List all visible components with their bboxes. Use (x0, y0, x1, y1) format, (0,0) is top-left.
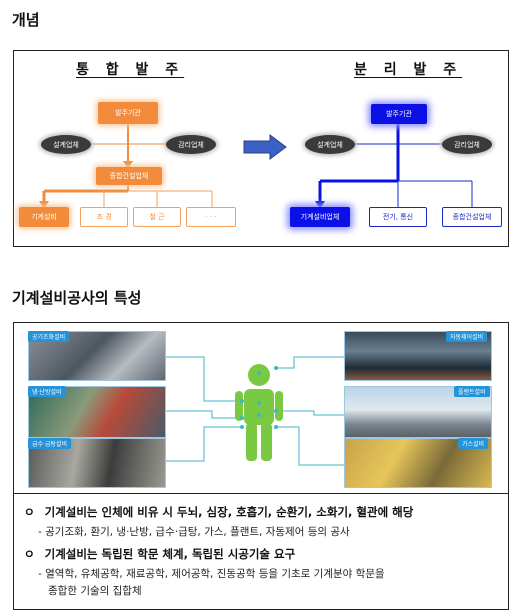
separate-supervisor-node: 감리업체 (442, 135, 492, 154)
point-heading: 기계설비는 독립된 학문 체계, 독립된 시공기술 요구 (44, 547, 296, 561)
integrated-order-title: 통 합 발 주 (76, 62, 185, 78)
system-label-right: 자동제어설비 (446, 331, 488, 342)
point-detail: - 열역학, 유체공학, 재료공학, 제어공학, 진동공학 등을 기초로 기계분… (38, 568, 385, 580)
point-heading: 기계설비는 인체에 비유 시 두뇌, 심장, 호흡기, 순환기, 소화기, 혈관… (44, 505, 414, 519)
integrated-designer-node: 설계업체 (41, 135, 91, 154)
integrated-supervisor-node: 감리업체 (166, 135, 216, 154)
separate-contractor-node: 전기, 통신 (369, 207, 427, 227)
separate-client-node: 발주기관 (371, 104, 427, 124)
concept-diagram-panel: 통 합 발 주 발주기관 설계업체 감리업체 종합건설업체 기계설비 조 경 철… (13, 50, 509, 247)
separate-contractor-node: 종합건설업체 (442, 207, 502, 227)
bullet-icon: ㅇ (24, 505, 35, 519)
characteristics-heading: 기계설비공사의 특성 (12, 289, 142, 307)
system-connectors (164, 356, 344, 466)
integrated-sub-node: 조 경 (80, 207, 128, 227)
bullet-icon: ㅇ (24, 547, 35, 561)
integrated-connectors (39, 123, 473, 209)
system-label-left: 냉·난방설비 (28, 386, 66, 397)
separate-designer-node: 설계업체 (305, 135, 355, 154)
integrated-sub-node: · · · (186, 207, 236, 227)
point-detail: - 공기조화, 환기, 냉·난방, 급수·급탕, 가스, 플랜트, 자동제어 등… (38, 526, 350, 538)
characteristics-panel: 공기조화설비 냉·난방설비 급수·급탕설비 자동제어설비 플랜트설비 가스설비 … (13, 322, 509, 610)
separate-contractor-node: 기계설비업체 (290, 207, 350, 227)
system-label-right: 플랜트설비 (454, 386, 490, 397)
system-label-left: 공기조화설비 (28, 331, 70, 342)
characteristics-text: ㅇ 기계설비는 인체에 비유 시 두뇌, 심장, 호흡기, 순환기, 소화기, … (14, 493, 508, 609)
integrated-general-contractor-node: 종합건설업체 (96, 167, 162, 185)
integrated-sub-node: 철 근 (133, 207, 181, 227)
concept-heading: 개념 (12, 11, 40, 29)
integrated-sub-node: 기계설비 (19, 207, 69, 227)
integrated-client-node: 발주기관 (98, 102, 158, 124)
system-label-left: 급수·급탕설비 (28, 438, 72, 449)
separate-order-title: 분 리 발 주 (354, 62, 463, 78)
point-detail: 종합한 기술의 집합체 (48, 585, 142, 597)
system-label-right: 가스설비 (458, 438, 489, 449)
